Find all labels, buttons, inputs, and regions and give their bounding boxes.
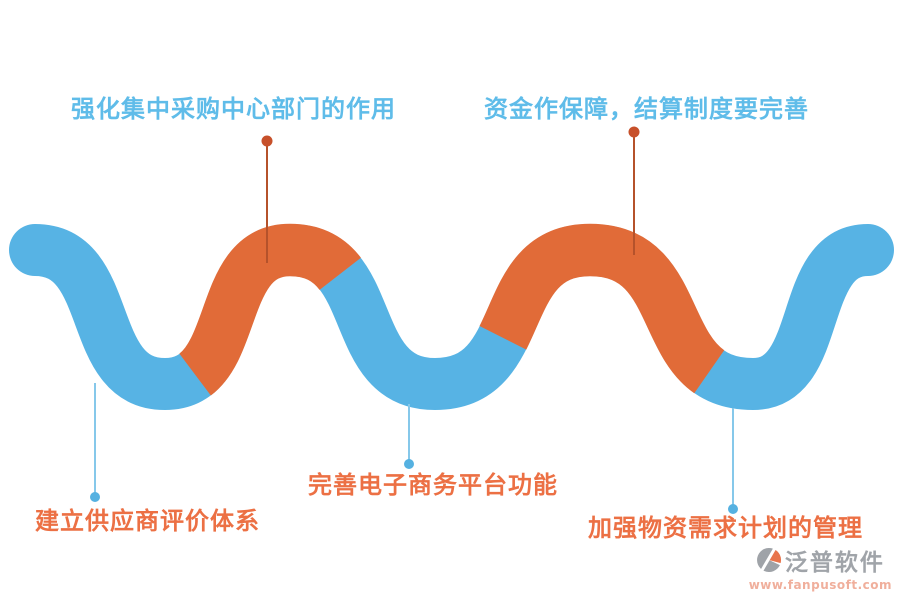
callout-marker-bottom-left [90, 383, 100, 502]
callout-label-strengthen-procurement-center: 强化集中采购中心部门的作用 [71, 95, 396, 123]
logo-slash [759, 547, 777, 573]
callout-label-material-demand-planning: 加强物资需求计划的管理 [588, 514, 863, 542]
logo-orange-shape [768, 549, 781, 564]
callout-marker-top-left [261, 135, 273, 263]
callout-marker-top-right [628, 126, 640, 255]
callout-label-funds-settlement-system: 资金作保障，结算制度要完善 [484, 95, 809, 123]
callout-dot [628, 126, 640, 138]
callout-dot [90, 492, 100, 502]
fanpu-logo-icon [756, 547, 781, 573]
callout-dot [404, 459, 414, 469]
brand-url: www.fanpusoft.com [748, 578, 892, 592]
callout-label-ecommerce-platform: 完善电子商务平台功能 [308, 471, 558, 499]
callout-dot [261, 135, 273, 147]
callout-dot [728, 504, 738, 514]
wave-ribbon-blue-base [9, 223, 894, 411]
brand-name: 泛普软件 [784, 550, 885, 576]
callout-label-supplier-evaluation-system: 建立供应商评价体系 [35, 507, 260, 535]
callout-marker-bottom-middle [404, 404, 414, 469]
callout-marker-bottom-right [728, 408, 738, 514]
brand-watermark: 泛普软件 www.fanpusoft.com [749, 543, 892, 592]
